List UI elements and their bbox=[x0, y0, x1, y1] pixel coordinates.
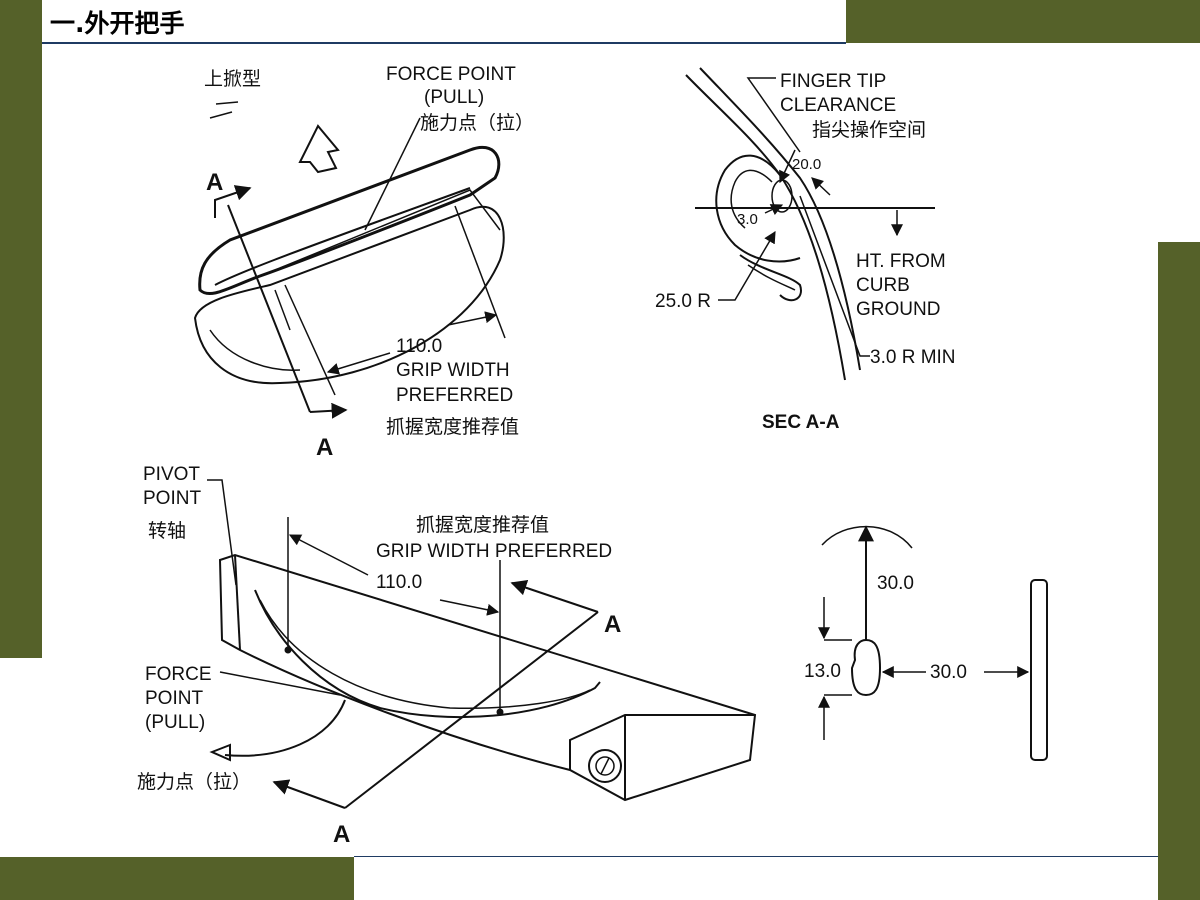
left-band bbox=[0, 0, 42, 658]
radius-min-label: 3.0 R MIN bbox=[870, 347, 956, 368]
force-point-cn: 施力点（拉） bbox=[420, 112, 534, 134]
grip-width-label-3: GRIP WIDTH PREFERRED bbox=[376, 541, 612, 562]
force-point-label-1: FORCE POINT bbox=[386, 64, 516, 85]
grip-width-value: 110.0 bbox=[396, 336, 442, 357]
pull-handle-figure bbox=[207, 479, 757, 809]
dim-20: 20.0 bbox=[792, 156, 821, 173]
pivot-label-1: PIVOT bbox=[143, 464, 200, 485]
title-rule bbox=[42, 42, 846, 44]
clearance-figure bbox=[818, 525, 1048, 761]
section-a-top-label: A bbox=[206, 169, 223, 196]
section-a-bottom-label: A bbox=[316, 434, 333, 461]
section-aa-figure bbox=[685, 67, 935, 381]
dim-3: 3.0 bbox=[737, 211, 758, 228]
grip-width-cn: 抓握宽度推荐值 bbox=[386, 416, 519, 438]
pivot-label-2: POINT bbox=[143, 488, 201, 509]
pull-direction-icon bbox=[209, 743, 231, 762]
force-label-3: (PULL) bbox=[145, 712, 205, 733]
pull-arrow-icon bbox=[298, 124, 340, 174]
height-label-1: HT. FROM bbox=[856, 251, 946, 272]
right-band bbox=[1158, 242, 1200, 900]
force-label-1: FORCE bbox=[145, 664, 212, 685]
pivot-cn: 转轴 bbox=[148, 520, 186, 542]
radius-25-label: 25.0 R bbox=[655, 291, 711, 312]
top-right-band bbox=[846, 0, 1200, 43]
finger-tip-label-1: FINGER TIP bbox=[780, 71, 886, 92]
dim-side-30: 30.0 bbox=[930, 662, 967, 683]
force-cn: 施力点（拉） bbox=[137, 771, 251, 793]
grip-width-label-1: GRIP WIDTH bbox=[396, 360, 510, 381]
height-label-2: CURB bbox=[856, 275, 910, 296]
dim-height-13: 13.0 bbox=[804, 661, 841, 682]
force-label-2: POINT bbox=[145, 688, 203, 709]
dim-up-30: 30.0 bbox=[877, 573, 914, 594]
height-label-3: GROUND bbox=[856, 299, 940, 320]
grip-width-cn-2: 抓握宽度推荐值 bbox=[416, 514, 549, 536]
key-cylinder-icon bbox=[588, 749, 622, 783]
section-a-right-label: A bbox=[604, 611, 621, 638]
bottom-left-band bbox=[0, 857, 354, 900]
slide-title: 一.外开把手 bbox=[50, 9, 185, 38]
lift-type-label: 上掀型 bbox=[204, 68, 261, 90]
section-a-bottom-label-2: A bbox=[333, 821, 350, 848]
grip-width-label-2: PREFERRED bbox=[396, 385, 513, 406]
force-point-label-2: (PULL) bbox=[424, 87, 484, 108]
finger-tip-label-2: CLEARANCE bbox=[780, 95, 896, 116]
bottom-rule bbox=[354, 856, 1158, 857]
finger-tip-cn: 指尖操作空间 bbox=[812, 119, 926, 141]
grip-width-value-2: 110.0 bbox=[376, 572, 422, 593]
lift-handle-figure bbox=[193, 101, 506, 419]
section-caption: SEC A-A bbox=[762, 412, 840, 433]
